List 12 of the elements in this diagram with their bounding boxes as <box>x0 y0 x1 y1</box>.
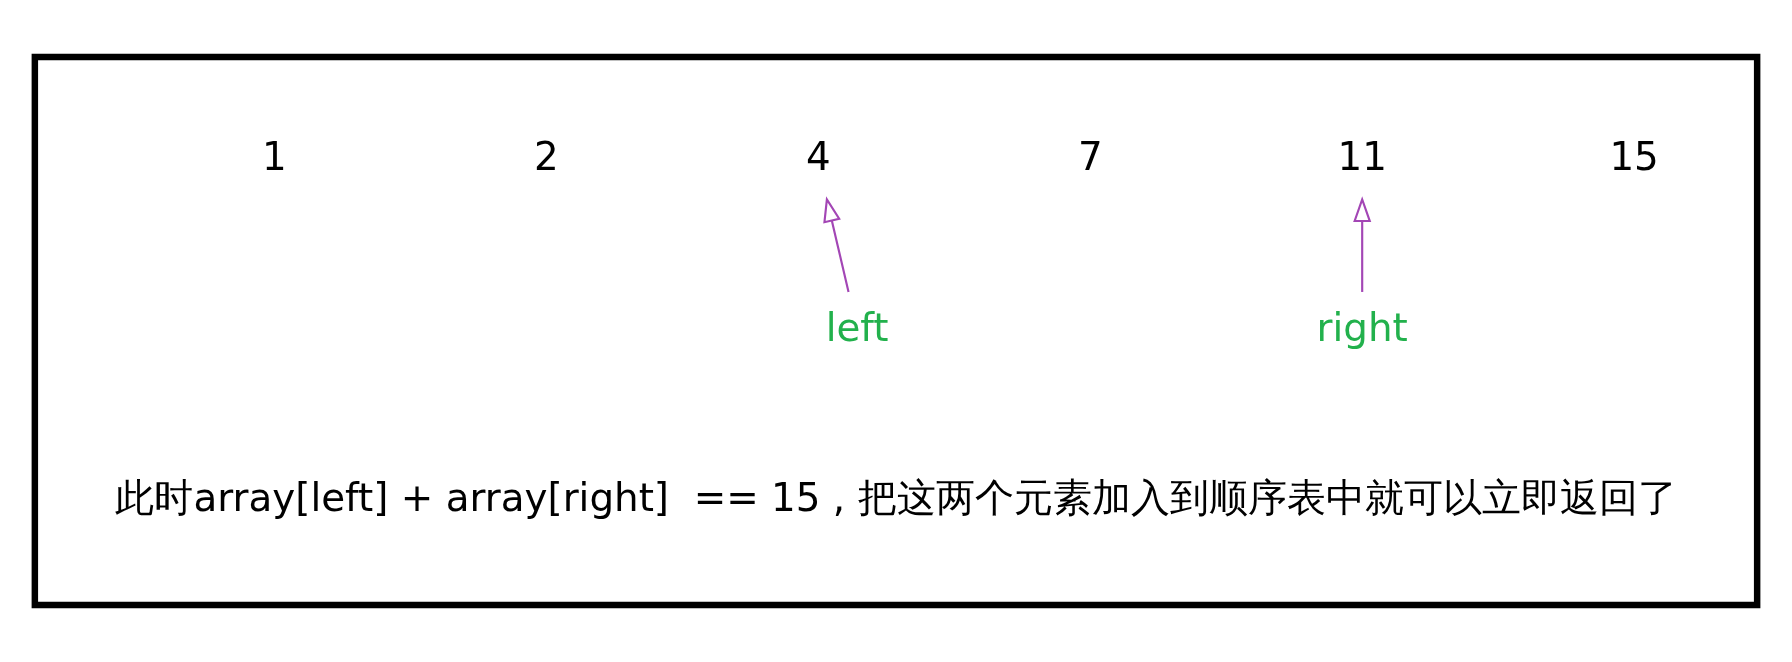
node-text: right <box>1316 304 1408 350</box>
arrow <box>823 196 850 293</box>
label: 此时array[left] + array[right] == 15 , 把这两个元素加入到顺序表中就可以立即返回了 <box>115 475 1677 520</box>
arrow <box>1353 196 1372 292</box>
node-text: 4 <box>805 133 831 179</box>
node-text: 1 <box>262 133 287 179</box>
node-text: left <box>825 304 889 350</box>
node-text: 15 <box>1609 133 1659 179</box>
node-text: 7 <box>1077 133 1103 179</box>
node-text: 11 <box>1337 133 1387 179</box>
cluster <box>31 53 1761 609</box>
node-text: 2 <box>534 133 559 179</box>
